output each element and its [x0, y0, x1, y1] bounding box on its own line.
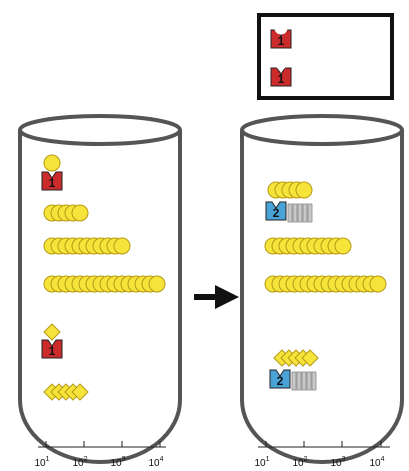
- bead: [295, 181, 313, 199]
- antibody-2: 2: [265, 201, 287, 221]
- antibody-1-label: 1: [49, 176, 56, 190]
- bead: [301, 349, 319, 367]
- ghost-antibody: [311, 371, 317, 391]
- ghost-antibody: [302, 203, 308, 223]
- legend-antibody-1: 1: [270, 67, 292, 87]
- ghost-antibody: [291, 371, 297, 391]
- legend-antibody-1-label: 1: [278, 72, 285, 86]
- ghost-antibody: [301, 371, 307, 391]
- right-axis: 101 102 103 104: [254, 441, 390, 469]
- bead: [369, 275, 387, 293]
- legend-notch-diamond: [275, 66, 287, 72]
- right-tube: 22: [240, 114, 404, 464]
- bead: [113, 237, 131, 255]
- ghost-antibody: [297, 203, 303, 223]
- axis-tick-label: 104: [369, 456, 384, 469]
- left-axis: 101 102 103 104: [34, 441, 166, 469]
- legend-box: 11: [257, 13, 394, 100]
- bead: [71, 204, 89, 222]
- axis-tick-label: 101: [34, 456, 49, 469]
- ghost-antibody: [296, 371, 302, 391]
- antibody-2-label: 2: [277, 374, 284, 388]
- ghost-antibody: [287, 203, 293, 223]
- legend-notch-circle: [274, 21, 288, 35]
- antibody-2-label: 2: [273, 206, 280, 220]
- legend-antibody-0-label: 1: [278, 34, 285, 48]
- antibody-2: 2: [269, 369, 291, 389]
- bead: [43, 154, 61, 172]
- bead: [71, 383, 89, 401]
- axis-tick-label: 102: [72, 456, 87, 469]
- antibody-1: 1: [41, 339, 63, 359]
- axis-tick-label: 102: [292, 456, 307, 469]
- bead: [334, 237, 352, 255]
- axis-tick-label: 103: [110, 456, 125, 469]
- axis-tick-label: 103: [330, 456, 345, 469]
- axis-tick-label: 101: [254, 456, 269, 469]
- antibody-1: 1: [41, 171, 63, 191]
- left-tube: 11: [18, 114, 182, 464]
- antibody-1-label: 1: [49, 344, 56, 358]
- axis-tick-label: 104: [148, 456, 163, 469]
- ghost-antibody: [306, 371, 312, 391]
- bead: [148, 275, 166, 293]
- bead: [43, 323, 61, 341]
- ghost-antibody: [307, 203, 313, 223]
- ghost-antibody: [292, 203, 298, 223]
